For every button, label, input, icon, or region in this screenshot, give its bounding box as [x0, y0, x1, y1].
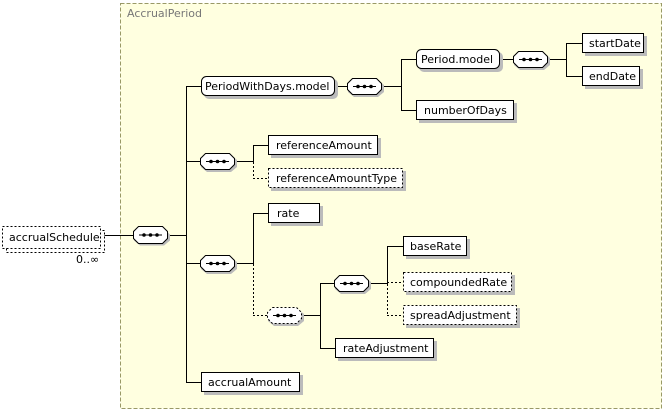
element-rate-adjustment[interactable]: rateAdjustment: [335, 338, 438, 362]
connector-lines: [104, 43, 582, 383]
end-date-label: endDate: [589, 70, 636, 83]
rate-label: rate: [277, 207, 300, 220]
accrual-schedule-label: accrualSchedule: [9, 231, 100, 244]
period-with-days-model-label: PeriodWithDays.model: [205, 80, 329, 93]
accrual-schedule-multiplicity: 0..∞: [76, 253, 99, 266]
element-rate[interactable]: rate: [268, 203, 324, 227]
reference-amount-label: referenceAmount: [276, 139, 372, 152]
reference-amount-type-label: referenceAmountType: [276, 172, 397, 185]
sequence-icon: [513, 51, 550, 70]
base-rate-label: baseRate: [410, 240, 462, 253]
period-model-label: Period.model: [421, 53, 493, 66]
element-compounded-rate[interactable]: compoundedRate: [403, 272, 516, 296]
accrual-amount-label: accrualAmount: [208, 376, 292, 389]
start-date-label: startDate: [589, 37, 641, 50]
optional-sequence-icon: [267, 307, 304, 326]
element-number-of-days[interactable]: numberOfDays: [416, 100, 518, 124]
sequence-icon: [200, 255, 237, 274]
compounded-rate-label: compoundedRate: [410, 276, 507, 289]
element-reference-amount[interactable]: referenceAmount: [268, 135, 382, 159]
group-period-model[interactable]: Period.model: [416, 49, 504, 73]
rate-adjustment-label: rateAdjustment: [343, 342, 429, 355]
sequence-compositors: [133, 51, 550, 326]
element-reference-amount-type[interactable]: referenceAmountType: [268, 168, 407, 192]
element-accrual-schedule[interactable]: accrualSchedule 0..∞: [2, 226, 105, 267]
sequence-icon: [133, 226, 170, 246]
element-spread-adjustment[interactable]: spreadAdjustment: [403, 305, 521, 329]
element-start-date[interactable]: startDate: [582, 33, 648, 57]
sequence-icon: [334, 275, 371, 294]
group-period-with-days-model[interactable]: PeriodWithDays.model: [201, 76, 339, 100]
spread-adjustment-label: spreadAdjustment: [410, 309, 511, 322]
group-title: AccrualPeriod: [127, 7, 202, 20]
number-of-days-label: numberOfDays: [424, 104, 507, 117]
element-accrual-amount[interactable]: accrualAmount: [201, 372, 304, 396]
sequence-icon: [347, 78, 384, 97]
element-base-rate[interactable]: baseRate: [403, 236, 471, 260]
sequence-icon: [200, 153, 237, 172]
element-end-date[interactable]: endDate: [582, 66, 644, 90]
